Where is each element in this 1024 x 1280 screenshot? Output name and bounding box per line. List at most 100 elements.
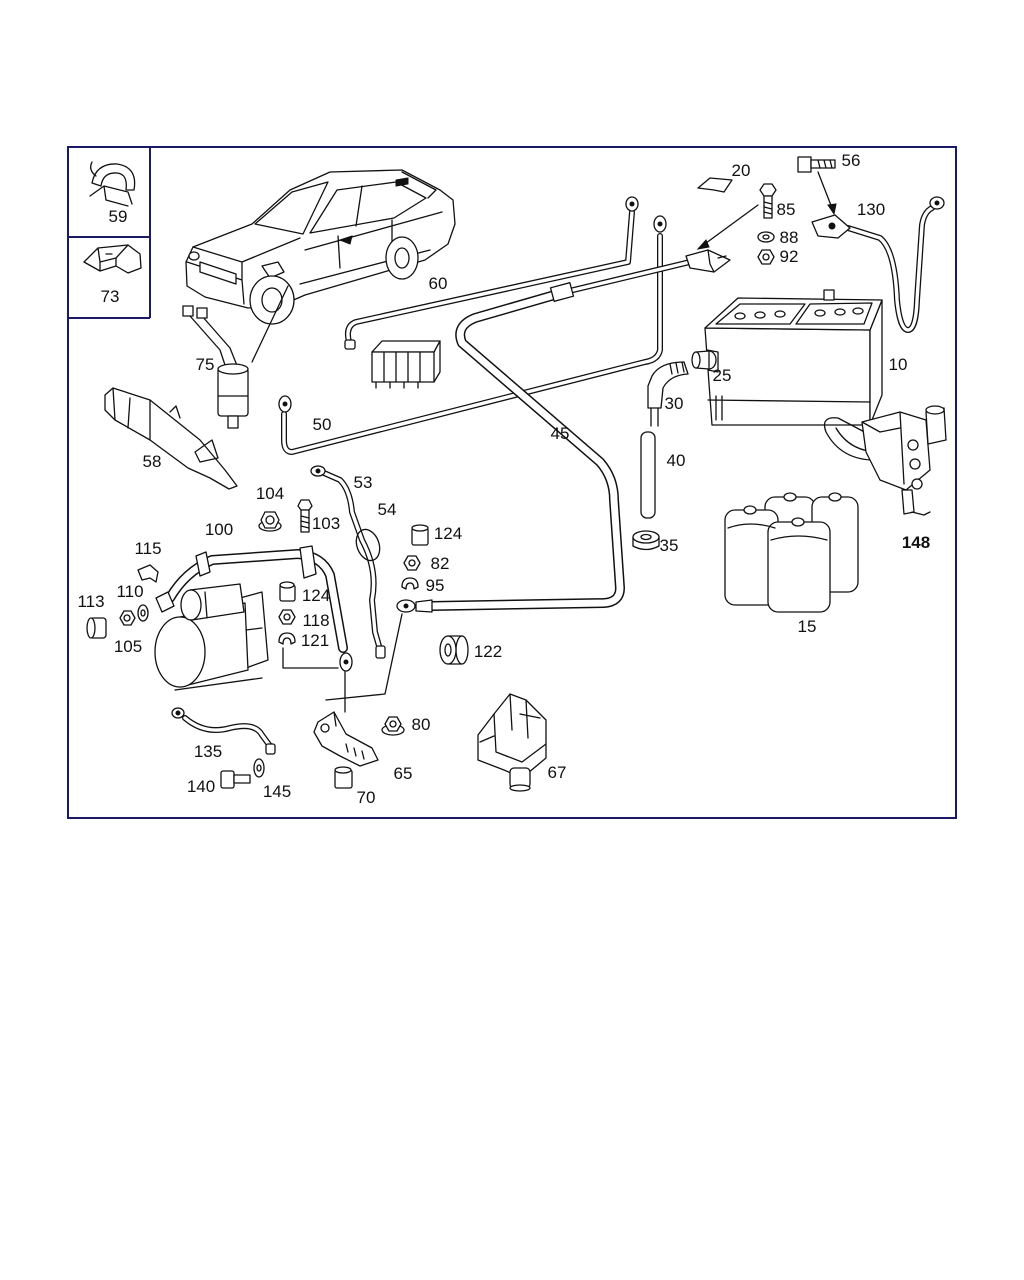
arrow-56-to-130 [817, 171, 837, 216]
part-121-clip [278, 632, 296, 645]
car-engine-marker [261, 261, 285, 279]
callout-103: 103 [312, 514, 340, 533]
part-122-hole [444, 643, 452, 657]
part-148-edge [861, 411, 905, 485]
cable-60-eyelet-hole [629, 201, 635, 207]
part-140-shaft [233, 774, 251, 784]
cable-135-lug [265, 743, 276, 755]
cable-135 [171, 707, 276, 755]
part-30-lead [650, 407, 659, 427]
cable-50-eyelet-top-hole [657, 221, 663, 227]
battery-terminal-post [823, 289, 835, 301]
cable-50-fill [282, 234, 662, 454]
part-88-washer [757, 231, 775, 243]
callout-10: 10 [889, 355, 908, 374]
part-70-end [334, 766, 352, 774]
part-65-body [313, 711, 379, 767]
callout-labels: 59 73 20 56 85 130 88 92 60 10 75 25 30 … [77, 151, 930, 807]
callout-54: 54 [378, 500, 397, 519]
part-40-tube [640, 431, 656, 519]
cable-53-eyelet-hole [315, 468, 321, 474]
part-65-bracket [313, 711, 379, 767]
cell-front-right-cap [791, 517, 805, 527]
callout-40: 40 [667, 451, 686, 470]
callout-130: 130 [857, 200, 885, 219]
battery-lid-right [795, 302, 873, 325]
clip-59-body [91, 163, 136, 191]
part-148-body [861, 411, 931, 491]
part-56-threads [817, 159, 833, 169]
starter-end-face [154, 616, 206, 688]
leader-121-bracket [282, 647, 339, 669]
cable-53 [310, 465, 386, 659]
cable-130-eyelet-hole [934, 200, 940, 206]
callout-85: 85 [777, 200, 796, 219]
clip-73-icon [83, 244, 142, 274]
part-82-hole [408, 559, 416, 567]
clamp-detail [707, 249, 727, 273]
callout-88: 88 [780, 228, 799, 247]
part-56-bolt [797, 156, 836, 173]
part-75-plug-a [182, 305, 194, 317]
cable-45-top-lead-fill [563, 260, 692, 294]
cable-45-lug [415, 599, 433, 613]
part-67-plug-end [509, 784, 531, 792]
cable-135-eyelet-hole [175, 710, 181, 716]
clip-73-detail [97, 244, 129, 272]
part-88-inner [762, 234, 770, 240]
car-grille [199, 261, 237, 285]
cable-100 [155, 545, 353, 672]
callout-121: 121 [301, 631, 329, 650]
part-140-bolt [220, 770, 251, 789]
part-148-switch [823, 405, 947, 516]
part-35-grommet [632, 530, 660, 551]
cable-45-eyelet-hole [403, 603, 409, 609]
car-side-windows [309, 181, 427, 234]
arrow-56-line [817, 171, 833, 209]
cable-45 [396, 259, 693, 613]
part-110-washer [137, 604, 149, 622]
part-75-plug-b [196, 307, 208, 319]
callout-45: 45 [551, 424, 570, 443]
battery-cap-5 [834, 308, 846, 316]
part-148-stud-2 [909, 458, 921, 470]
outer-frame [67, 146, 957, 819]
callout-95: 95 [426, 576, 445, 595]
part-95-clip [401, 577, 419, 590]
part-124-top-end [411, 524, 429, 532]
part-65-hole [320, 723, 330, 733]
part-103-threads [300, 515, 310, 529]
cable-60 [344, 196, 639, 350]
part-92-hole [762, 253, 770, 261]
part-104-nut [258, 511, 282, 532]
part-67-body [477, 693, 547, 779]
battery-base-lines [707, 395, 871, 421]
callout-113: 113 [77, 592, 104, 611]
part-118-nut [278, 609, 296, 625]
clip-59-base [89, 185, 133, 207]
callout-53: 53 [354, 473, 373, 492]
part-124-sleeve-mid [279, 581, 296, 602]
part-58-bracket [104, 387, 238, 490]
car-rear-window [401, 171, 437, 199]
cell-back-left-cap [783, 492, 797, 502]
cell-front-left-cap [743, 505, 757, 515]
cable-100-clip-a [195, 551, 211, 577]
car-headlight [188, 251, 200, 261]
part-80-nut [381, 716, 405, 736]
cable-50-eyelet-bottom-hole [282, 401, 288, 407]
part-40-body [640, 431, 656, 519]
cable-100-clip-b [299, 545, 317, 579]
arrow-line [701, 204, 759, 247]
cable-45-sleeve [549, 282, 575, 302]
cable-45-fill [428, 288, 624, 610]
part-105-hole [123, 614, 131, 622]
cell-shoulder-lines [727, 523, 828, 541]
part-65-teeth [333, 711, 365, 760]
part-75-top [217, 363, 249, 375]
part-140-head [220, 770, 235, 789]
cable-135-fill [183, 716, 272, 748]
callout-73: 73 [101, 287, 120, 306]
part-113-bushing [86, 617, 107, 639]
part-118-hole [283, 613, 291, 621]
